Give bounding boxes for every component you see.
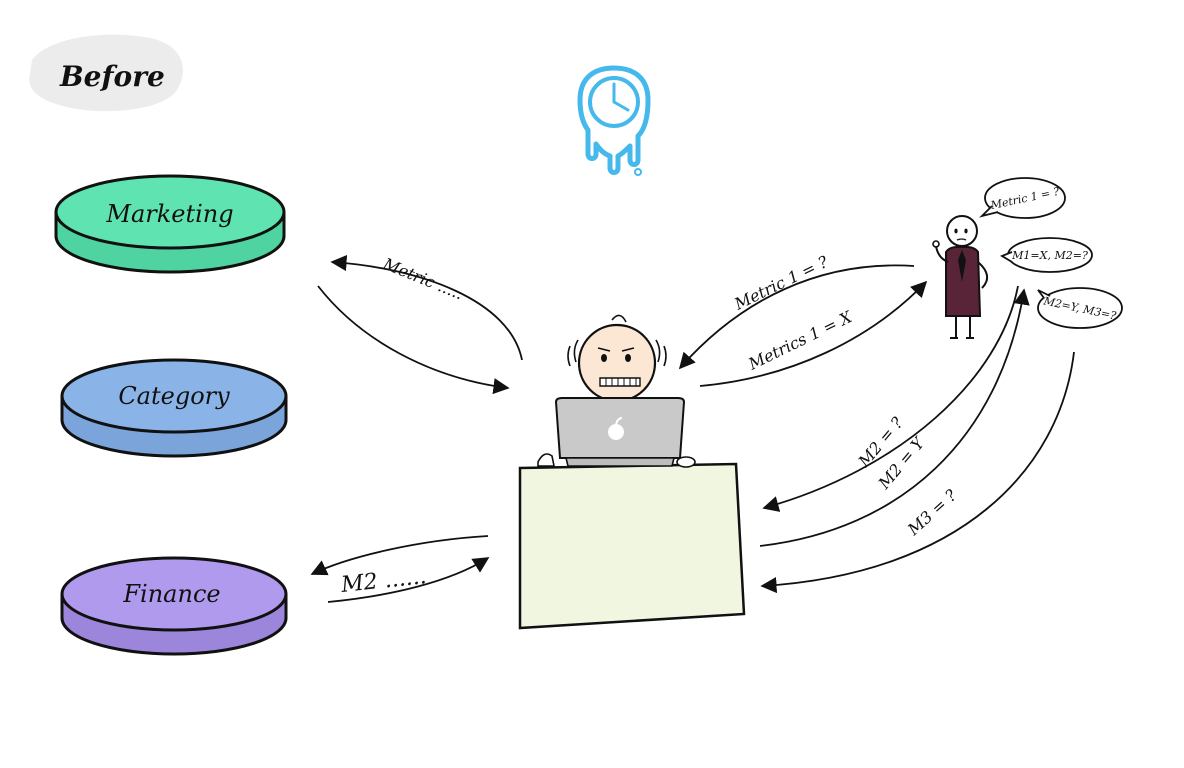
arrow-m3-question xyxy=(760,351,1075,594)
arrow-to-finance xyxy=(310,535,489,576)
arrow-from-marketing xyxy=(317,285,510,395)
before-title: Before xyxy=(59,60,165,93)
source-label: Marketing xyxy=(105,200,233,228)
arrow-metric1-question xyxy=(678,264,915,370)
speech-bubble-2: M1=X, M2=? xyxy=(999,237,1093,273)
brush-stroke xyxy=(29,34,183,112)
source-marketing: Marketing xyxy=(54,174,286,274)
bubble-text: M1=X, M2=? xyxy=(1011,249,1088,262)
label-metric1-question: Metric 1 = ? xyxy=(731,252,832,314)
source-finance: Finance xyxy=(60,556,288,656)
source-category: Category xyxy=(60,358,288,458)
speech-bubble-3: M2=Y, M3=? xyxy=(1037,287,1123,329)
analyst-face xyxy=(577,323,657,403)
arrow-to-marketing xyxy=(330,254,523,361)
stressed-analyst xyxy=(537,314,696,468)
arrow-metric1-answer xyxy=(699,280,928,387)
analyst-desk xyxy=(518,462,746,630)
source-label: Category xyxy=(118,382,230,410)
arrow-m2-answer xyxy=(759,288,1030,547)
speech-bubble-1: Metric 1 = ? xyxy=(979,177,1066,219)
arrows xyxy=(310,254,1075,603)
arrow-m2-question xyxy=(762,285,1019,512)
label-metric-partial: Metric ..... xyxy=(380,254,466,304)
melting-clock-icon xyxy=(577,65,651,176)
before-label: Before xyxy=(29,34,183,112)
label-m3-question: M3 = ? xyxy=(903,485,960,539)
label-m2-partial: M2 ...... xyxy=(339,564,428,598)
laptop-logo-icon xyxy=(608,417,624,440)
source-label: Finance xyxy=(122,580,220,608)
stakeholder-head xyxy=(946,215,978,247)
arrow-from-finance xyxy=(327,557,490,603)
stakeholder xyxy=(932,215,989,339)
